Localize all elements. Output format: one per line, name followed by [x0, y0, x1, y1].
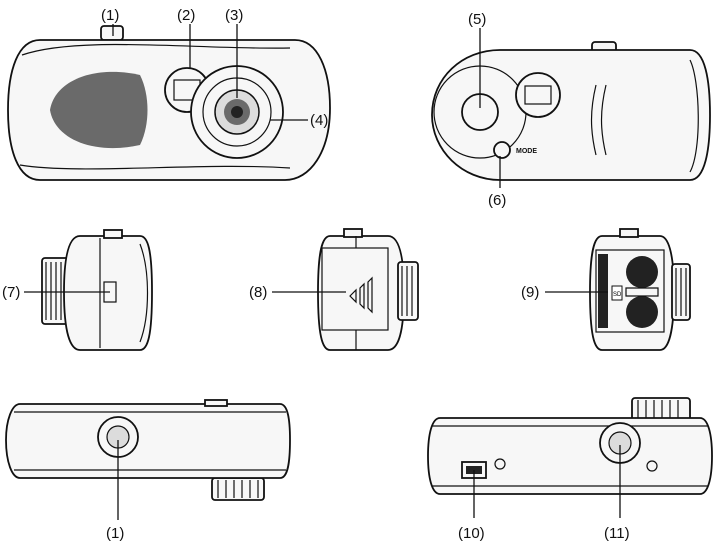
label-10: (10)	[458, 525, 485, 542]
label-9: (9)	[521, 284, 539, 301]
camera-bottom-view-left	[5, 399, 291, 501]
label-1-top: (1)	[101, 7, 119, 24]
label-1-bottom: (1)	[106, 525, 124, 542]
callout-labels: (1) (2) (3) (4) (5) (6) (7) (8) (9) (1) …	[2, 7, 630, 542]
sd-marking: SD	[613, 292, 622, 298]
bottom-body-right	[427, 417, 713, 495]
left-side-body	[63, 235, 153, 351]
battery-door	[321, 247, 389, 331]
sd-card-slot	[598, 254, 608, 328]
label-7: (7)	[2, 284, 20, 301]
label-5: (5)	[468, 11, 486, 28]
camera-left-side-view	[41, 229, 153, 351]
camera-front-view	[7, 25, 331, 181]
camera-bottom-view-right	[427, 397, 713, 495]
mode-marking: MODE	[516, 148, 537, 155]
screw-hole-left	[494, 458, 506, 470]
right-side-body	[317, 235, 405, 351]
label-8: (8)	[249, 284, 267, 301]
focus-dial-right	[397, 261, 419, 321]
camera-right-side-view	[317, 228, 419, 351]
camera-back-view: MODE	[431, 41, 711, 181]
screw-hole-right	[646, 460, 658, 472]
label-2: (2)	[177, 7, 195, 24]
focus-dial-bottom-right	[631, 397, 691, 421]
rear-viewfinder-window	[524, 85, 552, 105]
shutter-button-top	[100, 25, 124, 41]
focus-dial-bottom-left	[211, 477, 265, 501]
label-6: (6)	[488, 192, 506, 209]
open-arrow-icon	[349, 276, 373, 314]
label-3: (3)	[225, 7, 243, 24]
label-11: (11)	[604, 525, 630, 542]
battery-2	[626, 296, 658, 328]
leader-lines	[24, 24, 621, 520]
label-4: (4)	[310, 112, 328, 129]
bottom-body-left	[5, 403, 291, 479]
battery-1	[626, 256, 658, 288]
front-grip-recess	[50, 71, 148, 149]
camera-card-side-view: SD	[589, 228, 691, 351]
mode-button	[493, 141, 511, 159]
